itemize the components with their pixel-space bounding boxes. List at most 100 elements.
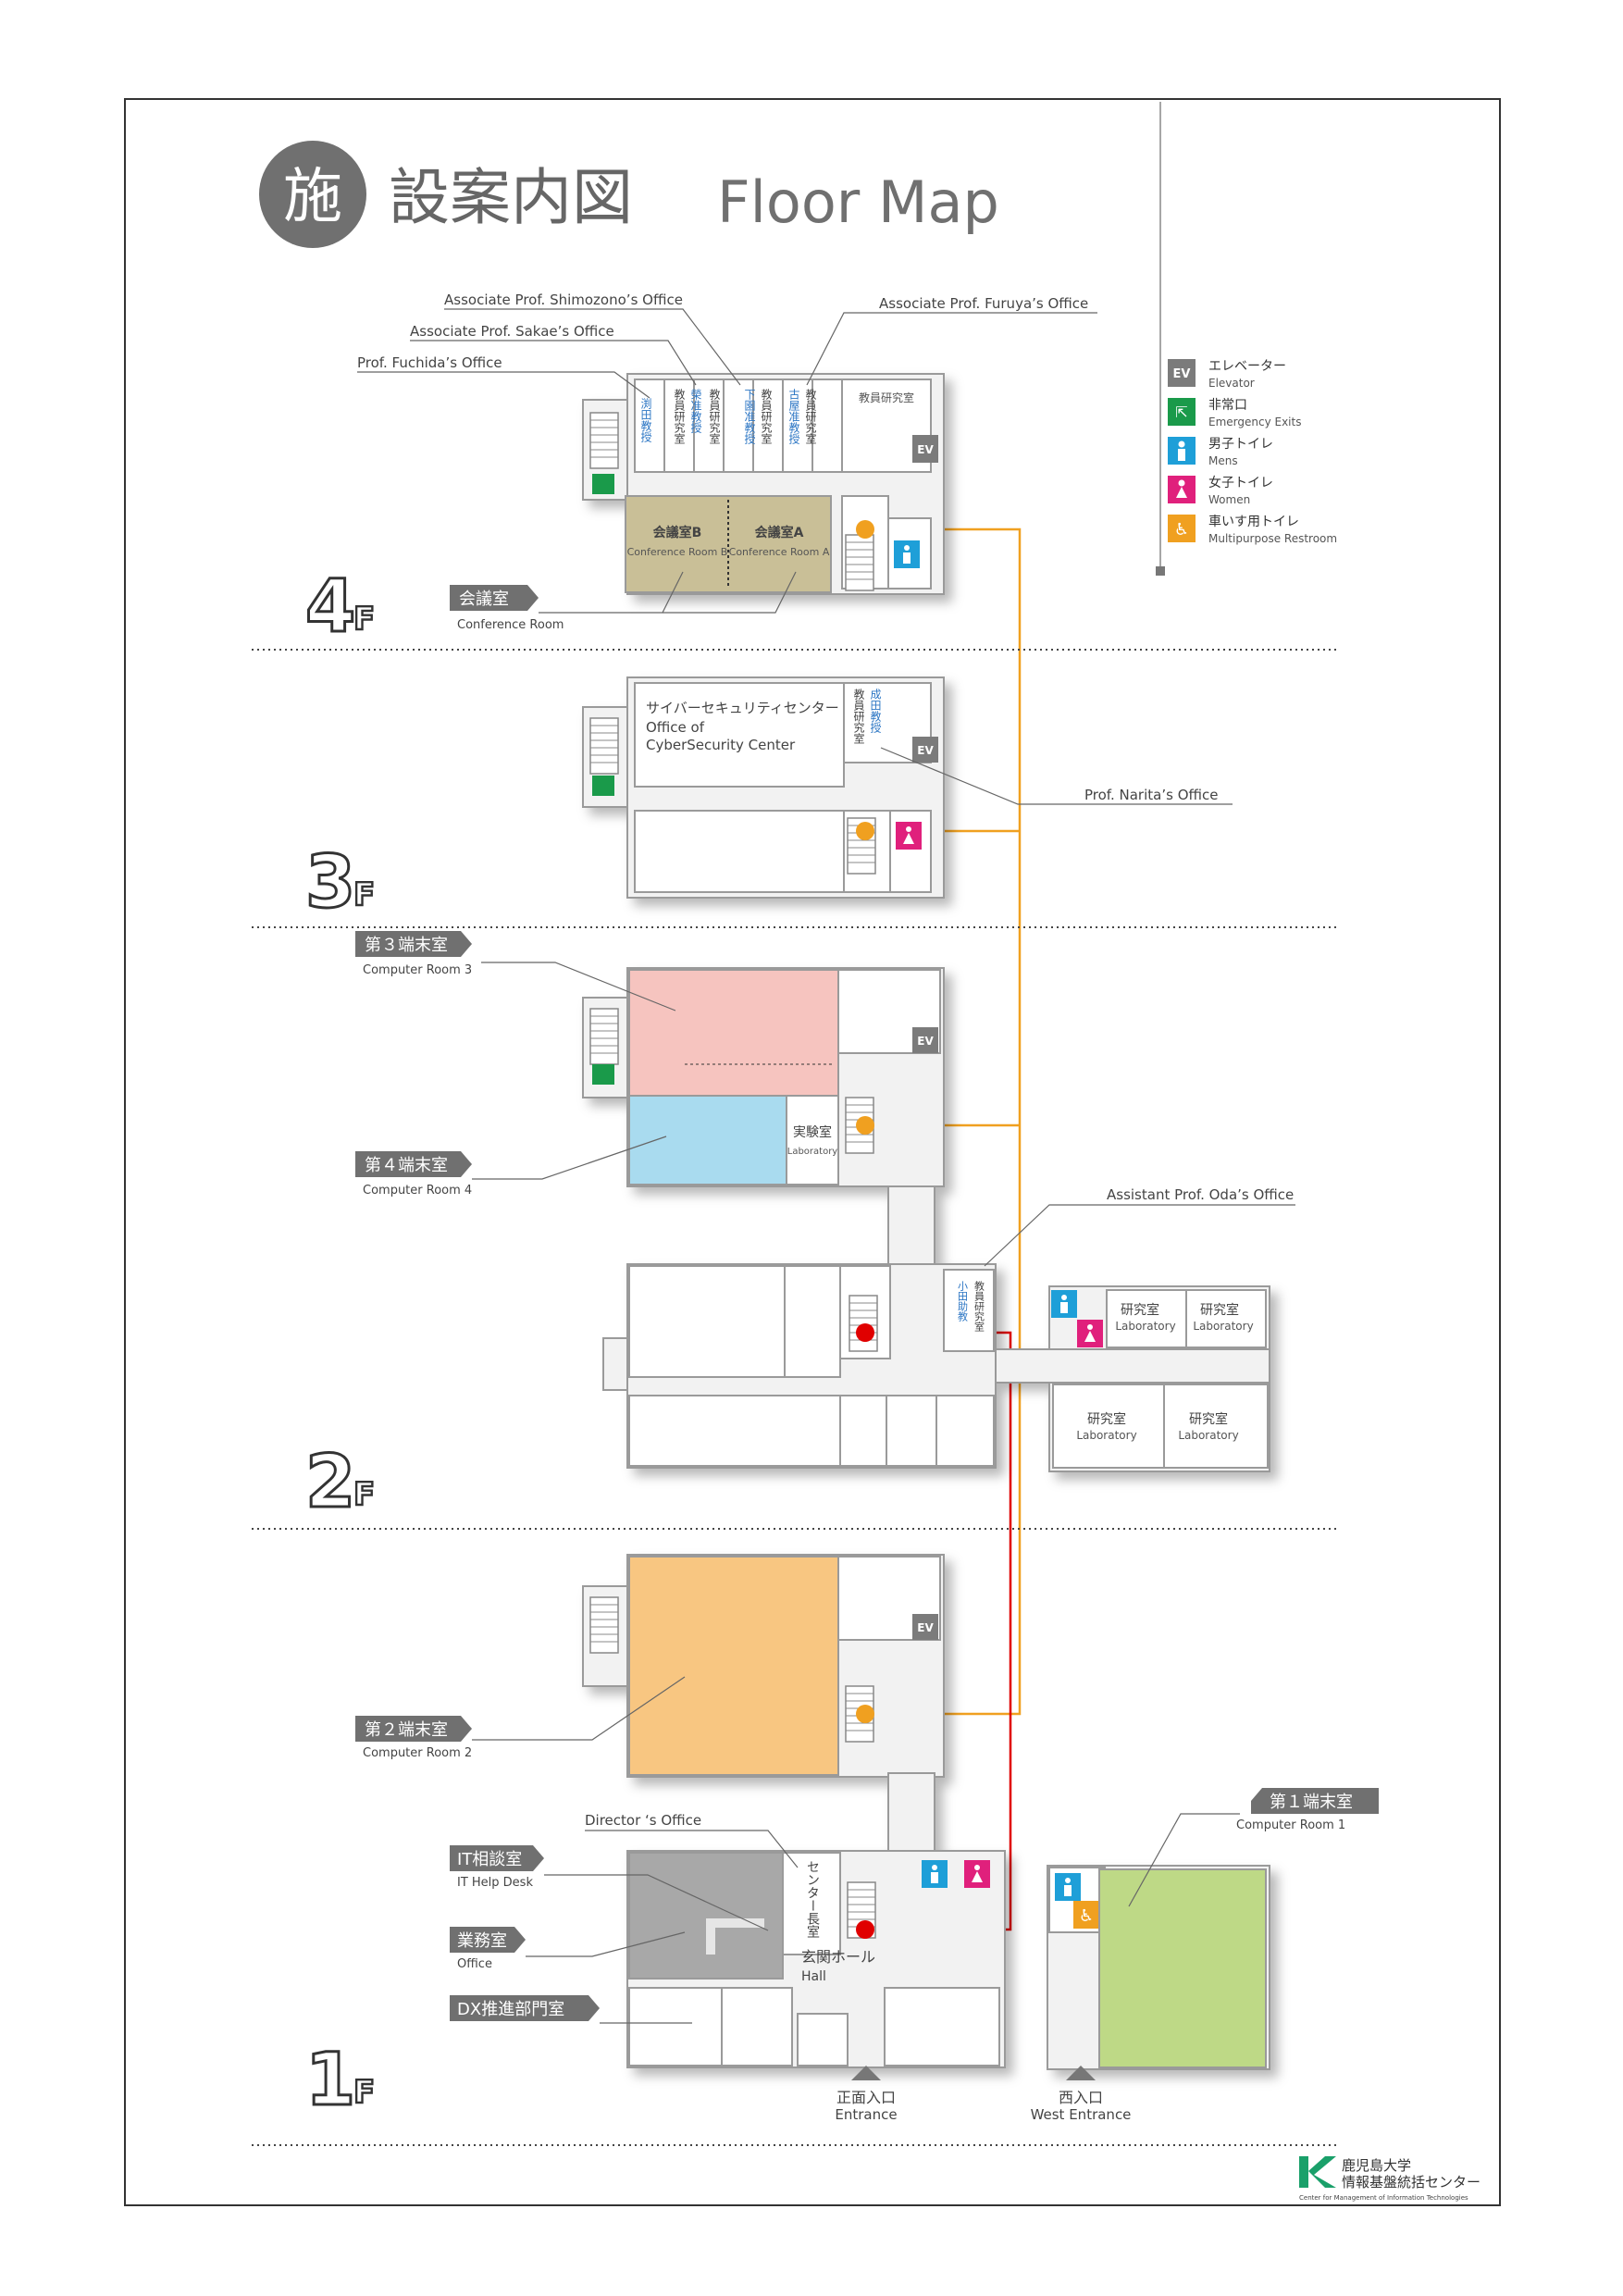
floor-label-4f: 4	[305, 565, 355, 649]
legend: EV エレベーター Elevator ⇱ 非常口 Emergency Exits…	[1168, 359, 1337, 545]
title-kanji-circle: 施	[283, 163, 342, 231]
director-office	[782, 1852, 841, 1955]
svg-text:研究室: 研究室	[1200, 1302, 1239, 1318]
computer-room-1	[1098, 1868, 1267, 2068]
lab-2f-1	[1106, 1289, 1187, 1348]
emergency-exit-icon-3f	[592, 776, 614, 796]
svg-text:男子トイレ: 男子トイレ	[1208, 437, 1273, 452]
tag-computer-room-4	[355, 1151, 472, 1177]
elevator-marker-3f	[856, 822, 874, 840]
svg-text:第２端末室: 第２端末室	[365, 1720, 448, 1740]
tag-it-help-desk	[450, 1845, 544, 1871]
title-english: Floor Map	[717, 168, 999, 236]
svg-text:センター長室: センター長室	[805, 1860, 820, 1938]
svg-text:EV: EV	[1173, 367, 1191, 381]
oda-office-label: 小田助教	[957, 1281, 969, 1322]
svg-text:Office of: Office of	[646, 719, 705, 736]
svg-text:情報基盤統括センター: 情報基盤統括センター	[1342, 2174, 1481, 2191]
svg-text:研究室: 研究室	[1087, 1411, 1126, 1427]
svg-text:Women: Women	[1208, 493, 1250, 506]
svg-text:EV: EV	[917, 1621, 934, 1634]
svg-text:教員研究室: 教員研究室	[852, 688, 865, 744]
fuchida-office-label: 渕田教授	[639, 398, 652, 443]
computer-room-3	[628, 969, 839, 1097]
floor-label-1f: 1	[305, 2039, 355, 2122]
page-title: 施 設案内図 Floor Map	[259, 141, 999, 248]
floor-label-3f: 3	[305, 841, 355, 925]
laboratory-2f	[786, 1095, 839, 1185]
svg-text:IT相談室: IT相談室	[457, 1850, 522, 1869]
tag-computer-room-3	[355, 931, 472, 957]
svg-text:教員研究室: 教員研究室	[708, 388, 721, 444]
tag-computer-room-1	[1251, 1788, 1379, 1814]
svg-text:Entrance: Entrance	[835, 2106, 897, 2123]
furuya-office-label: 古屋准教授	[787, 388, 800, 445]
elevator-icon-2f	[912, 1027, 938, 1053]
svg-text:エレベーター: エレベーター	[1208, 359, 1286, 374]
elevator-marker-1f	[856, 1705, 874, 1723]
it-help-desk-office	[628, 1852, 784, 1980]
svg-text:EV: EV	[917, 744, 934, 757]
stairs-marker-2f	[856, 1323, 874, 1342]
svg-text:⇱: ⇱	[1175, 403, 1187, 421]
footer-logo: 鹿児島大学 情報基盤統括センター Center for Management o…	[1299, 2156, 1481, 2202]
svg-text:♿: ♿	[1174, 520, 1189, 540]
svg-text:EV: EV	[917, 443, 934, 456]
svg-text:研究室: 研究室	[1189, 1411, 1228, 1427]
callout-director: Director ‘s Office	[585, 1812, 701, 1829]
legend-item-exit: ⇱ 非常口 Emergency Exits	[1168, 398, 1301, 428]
emergency-exit-icon-2f	[592, 1064, 614, 1085]
svg-text:第４端末室: 第４端末室	[365, 1156, 448, 1175]
svg-text:Laboratory: Laboratory	[1178, 1429, 1238, 1442]
svg-text:Center for Management of Infor: Center for Management of Information Tec…	[1299, 2194, 1468, 2202]
svg-text:F: F	[353, 601, 375, 638]
lab-2f-2	[1185, 1289, 1267, 1348]
svg-text:Computer Room 1: Computer Room 1	[1236, 1818, 1345, 1832]
elevator-marker-2f	[856, 1116, 874, 1135]
computer-room-4	[628, 1095, 787, 1185]
svg-text:Laboratory: Laboratory	[787, 1147, 838, 1157]
dx-room	[628, 1987, 723, 2066]
legend-item-elevator: EV エレベーター Elevator	[1168, 359, 1286, 390]
tag-computer-room-2	[355, 1716, 472, 1742]
shimozono-office-label: 下園准教授	[743, 389, 756, 445]
svg-text:F: F	[353, 2074, 375, 2111]
svg-text:EV: EV	[917, 1035, 934, 1048]
elevator-icon-1f	[912, 1614, 938, 1640]
map-frame	[124, 98, 1501, 2206]
callout-fuchida: Prof. Fuchida’s Office	[357, 354, 502, 371]
svg-text:Conference Room B: Conference Room B	[627, 546, 728, 558]
legend-item-multipurpose: ♿ 車いす用トイレ Multipurpose Restroom	[1168, 514, 1337, 545]
svg-text:車いす用トイレ: 車いす用トイレ	[1208, 514, 1299, 529]
legend-item-mens: 男子トイレ Mens	[1168, 437, 1273, 467]
svg-text:West Entrance: West Entrance	[1031, 2106, 1132, 2123]
svg-text:教員研究室: 教員研究室	[673, 388, 686, 444]
legend-hanger-end	[1156, 566, 1165, 576]
svg-text:業務室: 業務室	[457, 1931, 507, 1951]
svg-text:鹿児島大学: 鹿児島大学	[1342, 2157, 1411, 2174]
svg-text:Multipurpose Restroom: Multipurpose Restroom	[1208, 532, 1337, 545]
entrance-label: 正面入口	[836, 2089, 896, 2106]
svg-text:F: F	[353, 1476, 375, 1513]
svg-text:第１端末室: 第１端末室	[1270, 1793, 1353, 1812]
svg-text:CyberSecurity Center: CyberSecurity Center	[646, 737, 796, 753]
svg-text:研究室: 研究室	[1121, 1302, 1159, 1318]
svg-text:IT Help Desk: IT Help Desk	[457, 1876, 533, 1890]
oda-office	[943, 1269, 995, 1352]
elevator-icon-3f	[912, 737, 938, 763]
svg-text:Conference Room A: Conference Room A	[729, 546, 830, 558]
elevator-icon-4f	[912, 435, 938, 463]
svg-text:Computer Room 3: Computer Room 3	[363, 963, 472, 977]
lab-2f-4	[1163, 1384, 1269, 1469]
svg-text:Hall: Hall	[801, 1969, 826, 1984]
svg-text:教員研究室: 教員研究室	[804, 388, 817, 444]
callout-sakae: Associate Prof. Sakae’s Office	[410, 323, 614, 340]
sakae-office-label: 榮准教授	[689, 389, 702, 434]
svg-text:Conference Room: Conference Room	[457, 618, 564, 632]
legend-item-women: 女子トイレ Women	[1168, 475, 1273, 506]
multipurpose-restroom-icon	[1168, 515, 1196, 542]
callout-narita: Prof. Narita’s Office	[1084, 787, 1218, 803]
svg-text:F: F	[353, 876, 375, 913]
elevator-marker-4f	[856, 520, 874, 539]
